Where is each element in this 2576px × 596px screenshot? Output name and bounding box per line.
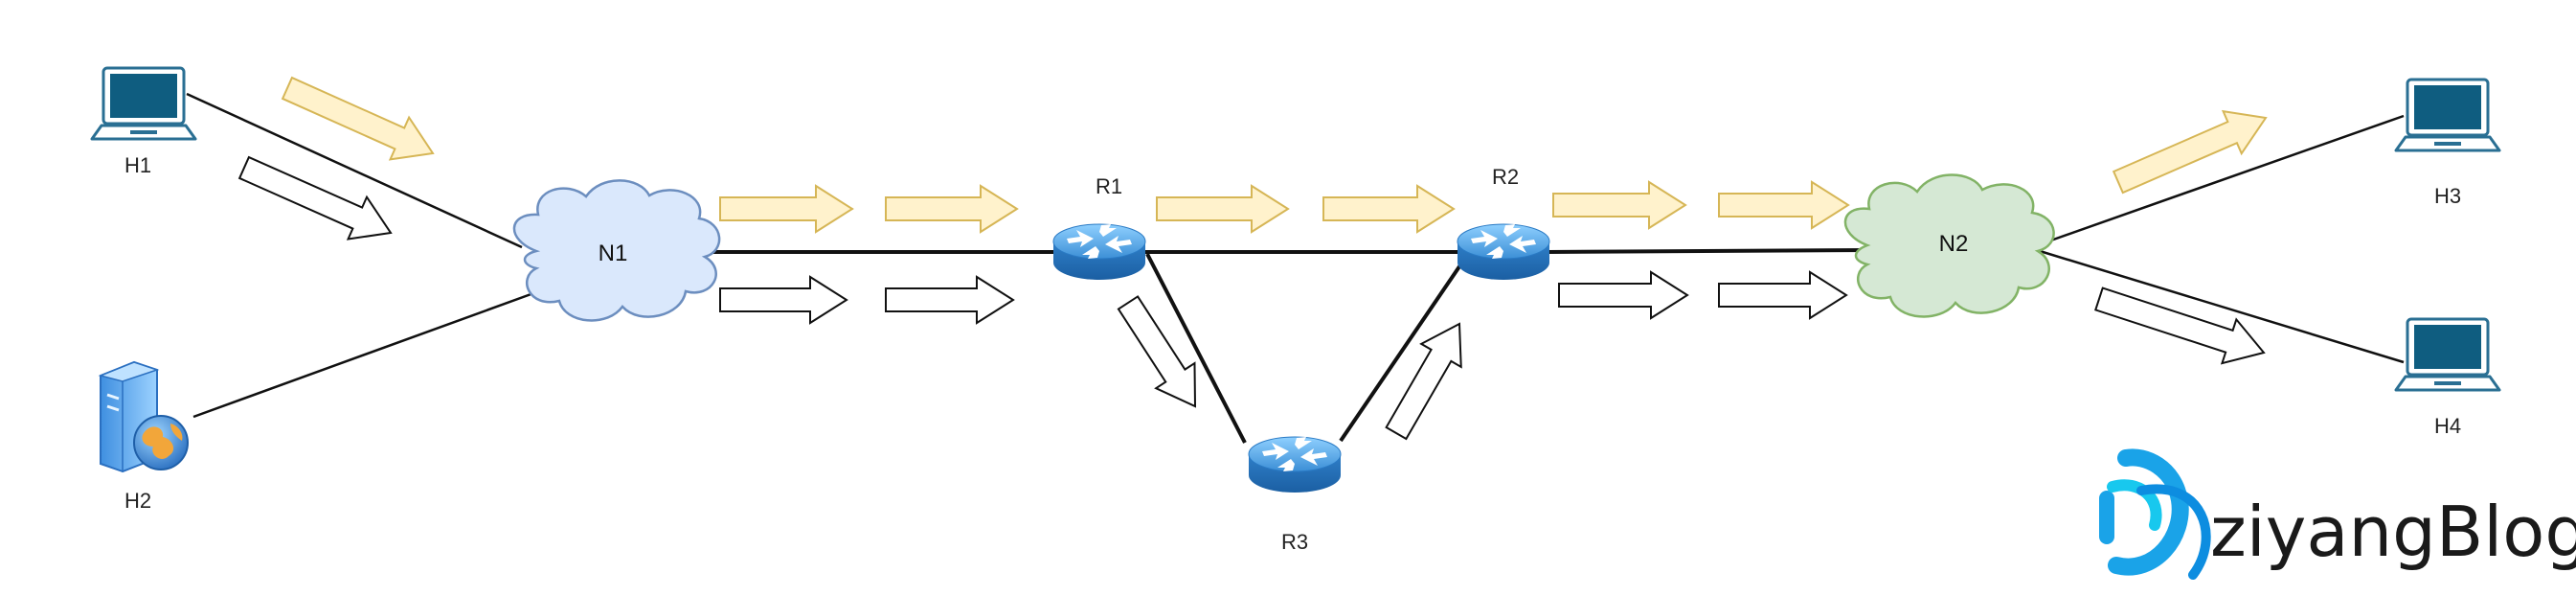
router-r3: R3 bbox=[1248, 436, 1342, 554]
link-n2-h3 bbox=[2039, 114, 2405, 246]
flow-arrow bbox=[2094, 287, 2266, 365]
h2-label: H2 bbox=[124, 489, 151, 513]
flow-arrow bbox=[1117, 295, 1197, 408]
link-h1-n1 bbox=[186, 92, 523, 249]
flow-arrow bbox=[1552, 180, 1687, 230]
link-r3-r2 bbox=[1339, 249, 1472, 443]
flow-arrow bbox=[237, 155, 393, 241]
router-icon bbox=[1457, 223, 1550, 281]
n1-label: N1 bbox=[599, 241, 628, 266]
link-h2-n1 bbox=[192, 290, 537, 419]
router-icon bbox=[1248, 436, 1342, 493]
flow-arrow bbox=[281, 76, 435, 161]
link-n2-h4 bbox=[2039, 249, 2405, 364]
cloud-icon bbox=[1843, 173, 2055, 318]
flow-arrow bbox=[719, 184, 854, 234]
flow-arrow bbox=[1385, 322, 1462, 441]
brand-watermark: ziyangBlog bbox=[2099, 448, 2576, 580]
host-h1: H1 bbox=[90, 66, 197, 177]
r2-label: R2 bbox=[1492, 165, 1519, 189]
h3-label: H3 bbox=[2434, 184, 2461, 208]
router-r1: R1 bbox=[1052, 174, 1146, 281]
flow-arrow bbox=[1558, 270, 1689, 320]
flow-arrow bbox=[719, 275, 848, 325]
r3-label: R3 bbox=[1281, 530, 1308, 554]
router-icon bbox=[1052, 223, 1146, 281]
laptop-icon bbox=[2394, 78, 2501, 152]
flow-arrow bbox=[885, 184, 1019, 234]
flow-arrow bbox=[885, 275, 1015, 325]
laptop-icon bbox=[2394, 317, 2501, 392]
flow-arrows bbox=[237, 76, 2268, 441]
flow-arrow bbox=[1718, 270, 1848, 320]
h1-label: H1 bbox=[124, 153, 151, 177]
link-r2-n2 bbox=[1546, 248, 1873, 254]
server-globe-icon bbox=[98, 360, 189, 473]
link-r1-r3 bbox=[1145, 253, 1247, 444]
host-h4: H4 bbox=[2394, 317, 2501, 438]
flow-arrow bbox=[1156, 184, 1290, 234]
laptop-icon bbox=[90, 66, 197, 141]
flow-arrow bbox=[1322, 184, 1456, 234]
host-h2: H2 bbox=[98, 360, 189, 513]
brand-text: ziyangBlog bbox=[2210, 492, 2576, 572]
links bbox=[186, 92, 2405, 444]
cloud-n2: N2 bbox=[1843, 173, 2055, 318]
cloud-n1: N1 bbox=[512, 179, 721, 322]
flow-arrow bbox=[2112, 109, 2268, 195]
router-r2: R2 bbox=[1457, 165, 1550, 281]
signal-logo-icon bbox=[2099, 448, 2211, 580]
n2-label: N2 bbox=[1939, 231, 1969, 257]
r1-label: R1 bbox=[1096, 174, 1122, 198]
flow-arrow bbox=[1718, 180, 1850, 230]
cloud-icon bbox=[512, 179, 721, 322]
h4-label: H4 bbox=[2434, 414, 2461, 438]
host-h3: H3 bbox=[2394, 78, 2501, 208]
